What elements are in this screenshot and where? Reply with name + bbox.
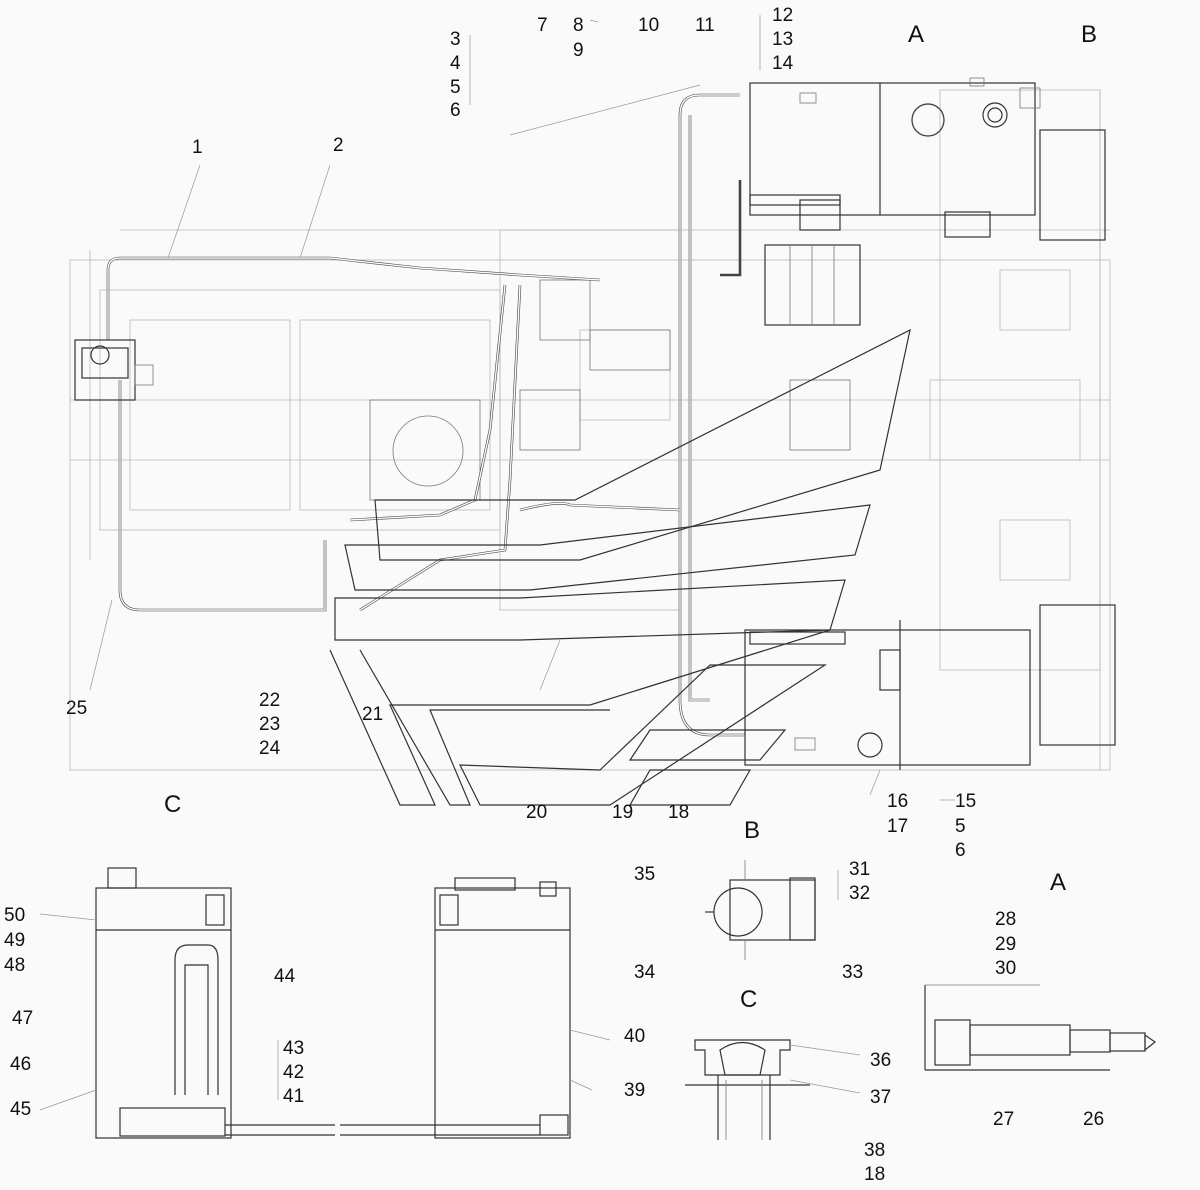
detail-b-label: B [744, 817, 760, 844]
callout-6b: 6 [955, 840, 966, 861]
callout-24: 24 [259, 738, 281, 759]
hydraulic-pipes [106, 93, 745, 737]
callout-5b: 5 [955, 816, 966, 837]
callout-13: 13 [772, 29, 793, 50]
callout-17: 17 [887, 816, 908, 837]
callout-numbers: 1 2 3 4 5 6 7 8 9 10 11 12 13 14 15 5 6 … [4, 5, 1104, 1185]
callout-18: 18 [668, 802, 689, 823]
callout-39: 39 [624, 1080, 645, 1101]
callout-43: 43 [283, 1038, 304, 1059]
callout-32: 32 [849, 883, 870, 904]
callout-35: 35 [634, 864, 655, 885]
callout-19: 19 [612, 802, 633, 823]
leader-lines [89, 15, 955, 801]
tank-side-view-left [95, 867, 335, 1139]
callout-6: 6 [450, 100, 461, 121]
callout-21: 21 [362, 704, 383, 725]
callout-41: 41 [283, 1086, 304, 1107]
callout-11: 11 [695, 15, 715, 36]
callout-10: 10 [638, 15, 659, 36]
callout-26: 26 [1083, 1109, 1104, 1130]
callout-44: 44 [274, 966, 296, 987]
callout-7: 7 [537, 15, 548, 36]
callout-20: 20 [526, 802, 547, 823]
section-c-label: C [164, 791, 181, 818]
callout-5: 5 [450, 77, 461, 98]
callout-3: 3 [450, 29, 461, 50]
callout-49: 49 [4, 930, 25, 951]
callout-38: 38 [864, 1140, 885, 1161]
section-letters: A B C B A C [164, 21, 1097, 1013]
callout-48: 48 [4, 955, 25, 976]
callout-45: 45 [10, 1099, 31, 1120]
callout-16: 16 [887, 791, 908, 812]
callout-29: 29 [995, 934, 1016, 955]
upper-tank [749, 77, 1106, 241]
chassis-frame [69, 89, 1111, 771]
callout-34: 34 [634, 962, 656, 983]
callout-4: 4 [450, 53, 461, 74]
detail-c-view [685, 1039, 810, 1140]
callout-1: 1 [192, 137, 203, 158]
callout-14: 14 [772, 53, 794, 74]
callout-31: 31 [849, 859, 870, 880]
callout-36: 36 [870, 1050, 891, 1071]
callout-27: 27 [993, 1109, 1014, 1130]
callout-47: 47 [12, 1008, 33, 1029]
section-b-label: B [1081, 21, 1097, 48]
callout-50: 50 [4, 905, 25, 926]
control-valve-block [74, 339, 154, 401]
detail-a-cylinder [924, 984, 1157, 1071]
callout-30: 30 [995, 958, 1016, 979]
detail-b-view [705, 860, 816, 960]
callout-33: 33 [842, 962, 863, 983]
section-a-label: A [908, 21, 924, 48]
callout-12: 12 [772, 5, 793, 26]
callout-46: 46 [10, 1054, 31, 1075]
callout-28: 28 [995, 909, 1016, 930]
callout-23: 23 [259, 714, 280, 735]
callout-9: 9 [573, 40, 584, 61]
detail-a-label: A [1050, 869, 1066, 896]
tank-side-view-right [340, 877, 571, 1139]
callout-40: 40 [624, 1026, 645, 1047]
callout-18b: 18 [864, 1164, 885, 1185]
callout-22: 22 [259, 690, 280, 711]
callout-37: 37 [870, 1087, 891, 1108]
callout-8: 8 [573, 15, 584, 36]
callout-chevrons [329, 328, 911, 806]
callout-25: 25 [66, 698, 87, 719]
callout-2: 2 [333, 135, 344, 156]
callout-42: 42 [283, 1062, 304, 1083]
round-hatch [392, 415, 464, 487]
callout-15: 15 [955, 791, 976, 812]
lower-tank [744, 604, 1116, 770]
detail-c-label: C [740, 986, 757, 1013]
section-c-leaders [39, 870, 861, 1111]
distributor-block [764, 244, 861, 326]
